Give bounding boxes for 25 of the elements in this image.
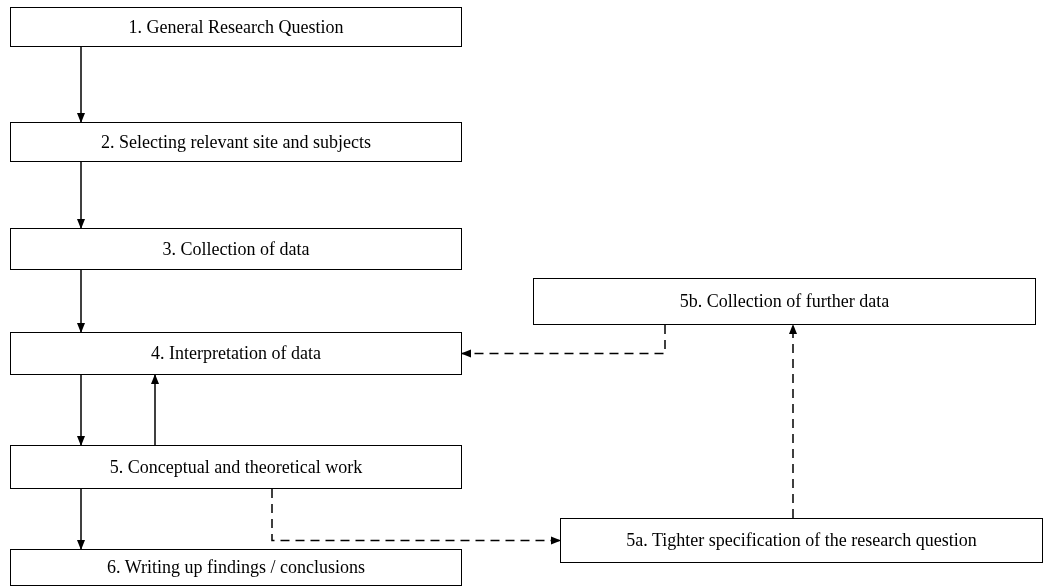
arrow <box>77 269 85 333</box>
arrow <box>77 488 85 550</box>
dashed-arrow <box>461 324 666 358</box>
process-box <box>10 332 462 375</box>
process-box <box>10 122 462 162</box>
arrow <box>151 374 159 446</box>
process-box <box>10 7 462 47</box>
box-label: 5. Conceptual and theoretical work <box>109 456 363 478</box>
box-label: 1. General Research Question <box>128 16 344 38</box>
arrow <box>77 46 85 123</box>
arrow <box>77 374 85 446</box>
box-label: 2. Selecting relevant site and subjects <box>101 131 371 153</box>
dashed-arrow <box>271 488 561 545</box>
process-box <box>533 278 1036 325</box>
process-box <box>10 549 462 586</box>
box-label: 4. Interpretation of data <box>151 343 321 364</box>
box-label: 5b. Collection of further data <box>679 291 890 312</box>
box-label: 3. Collection of data <box>162 238 310 260</box>
process-box <box>10 445 462 489</box>
box-label: 6. Writing up findings / conclusions <box>107 557 365 578</box>
dashed-arrow <box>789 324 797 519</box>
arrow <box>77 161 85 229</box>
process-box <box>560 518 1043 563</box>
process-box <box>10 228 462 270</box>
box-label: 5a. Tighter specification of the research question <box>626 530 977 551</box>
